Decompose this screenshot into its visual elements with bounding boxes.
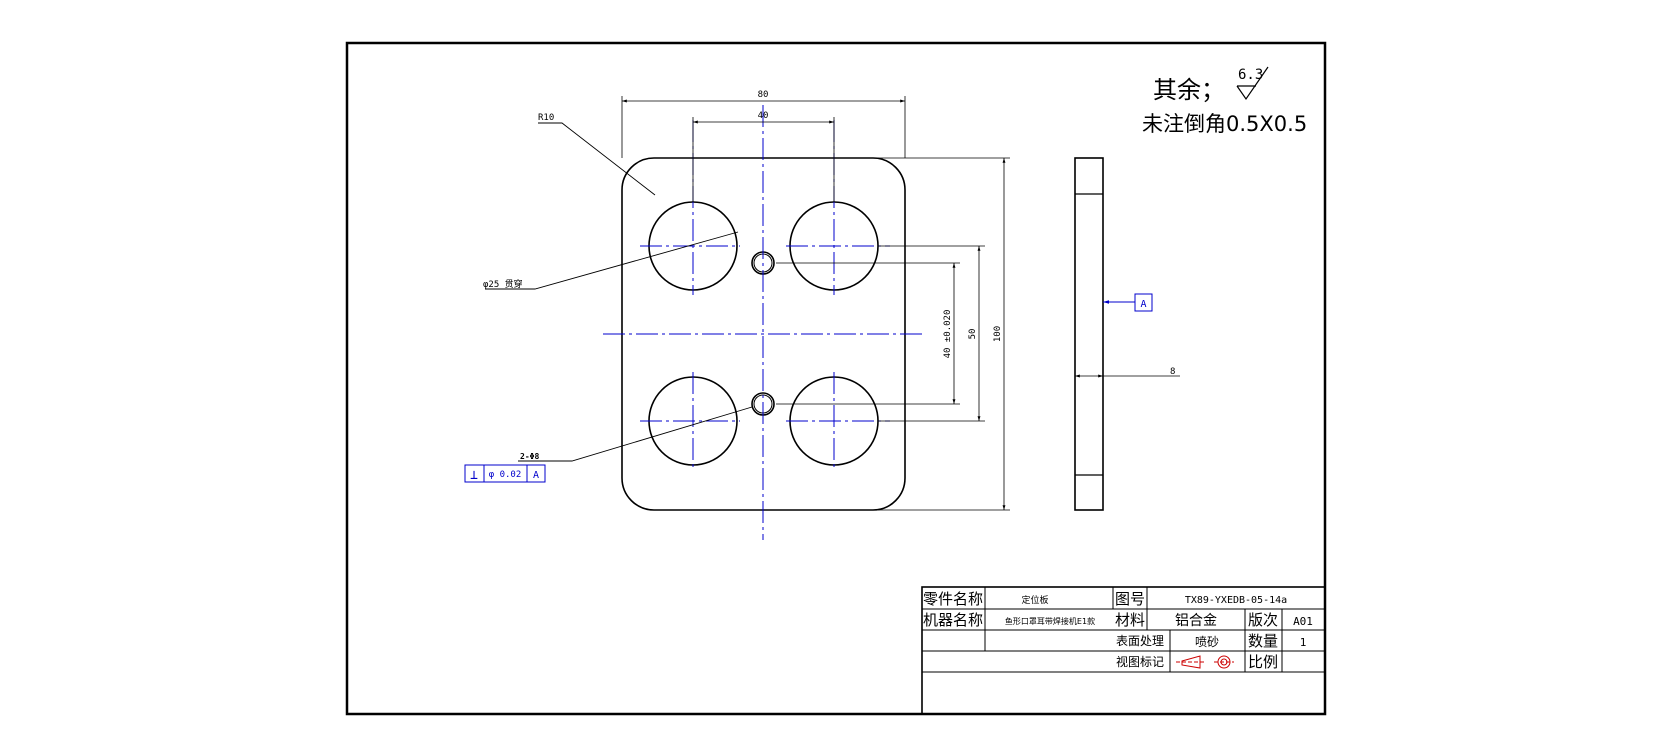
datum-box — [1134, 293, 1153, 312]
hole25-leader — [485, 231, 739, 290]
title-block: 零件名称 定位板 图号 TX89-YXEDB-05-14a 机器名称 鱼形口罩耳… — [921, 586, 1326, 715]
dim-80: 80 — [758, 90, 769, 100]
front-view: 80 40 R10 φ25 贯穿 2-Φ8 ⊥ φ 0.02 A 100 50 … — [464, 90, 1010, 540]
part-name-value: 定位板 — [1021, 594, 1048, 606]
remainder-label: 其余； — [1153, 76, 1225, 104]
quantity-label: 数量 — [1248, 632, 1278, 650]
centerlines — [603, 105, 925, 540]
datum-label: A — [1140, 299, 1146, 310]
roughness-value: 6.3 — [1238, 67, 1263, 83]
general-notes: 其余； 6.3 未注倒角0.5X0.5 — [1142, 66, 1307, 136]
projection-symbol — [1176, 655, 1234, 669]
tolerance-value: φ 0.02 — [489, 470, 522, 480]
dim-100: 100 — [993, 326, 1003, 342]
surface-value: 喷砂 — [1195, 635, 1219, 649]
r10-leader — [538, 122, 656, 196]
extension-lines — [621, 96, 1010, 511]
tolerance-frame: ⊥ φ 0.02 A — [464, 464, 546, 483]
dim-50: 50 — [968, 329, 978, 340]
drawing-border — [345, 41, 1327, 716]
machine-name-value: 鱼形口罩耳带焊接机E1款 — [1005, 616, 1095, 626]
side-view: A 8 — [1074, 157, 1180, 511]
chamfer-note: 未注倒角0.5X0.5 — [1142, 112, 1307, 136]
surface-label: 表面处理 — [1116, 634, 1164, 648]
material-label: 材料 — [1115, 611, 1145, 629]
dim-40-top: 40 — [758, 111, 769, 121]
dim-hole25: φ25 贯穿 — [483, 278, 523, 290]
tolerance-datum: A — [533, 470, 539, 481]
roughness-symbol — [1236, 66, 1269, 101]
part-name-label: 零件名称 — [923, 590, 983, 608]
machine-name-label: 机器名称 — [923, 611, 983, 629]
perpendicularity-symbol: ⊥ — [470, 468, 478, 483]
quantity-value: 1 — [1300, 636, 1307, 649]
view-mark-label: 视图标记 — [1116, 654, 1164, 669]
revision-value: A01 — [1293, 615, 1313, 628]
side-outline — [1074, 157, 1104, 511]
revision-label: 版次 — [1248, 611, 1278, 629]
scale-label: 比例 — [1248, 653, 1278, 671]
dim-8: 8 — [1170, 367, 1175, 377]
drawing-no-value: TX89-YXEDB-05-14a — [1185, 595, 1287, 606]
dim-40-pin: 40 ±0.020 — [943, 310, 953, 359]
dim-r10: R10 — [538, 113, 554, 123]
drawing-no-label: 图号 — [1115, 590, 1145, 608]
material-value: 铝合金 — [1175, 613, 1217, 629]
pin-leader — [518, 406, 753, 462]
dim-pin-holes: 2-Φ8 — [520, 452, 539, 461]
